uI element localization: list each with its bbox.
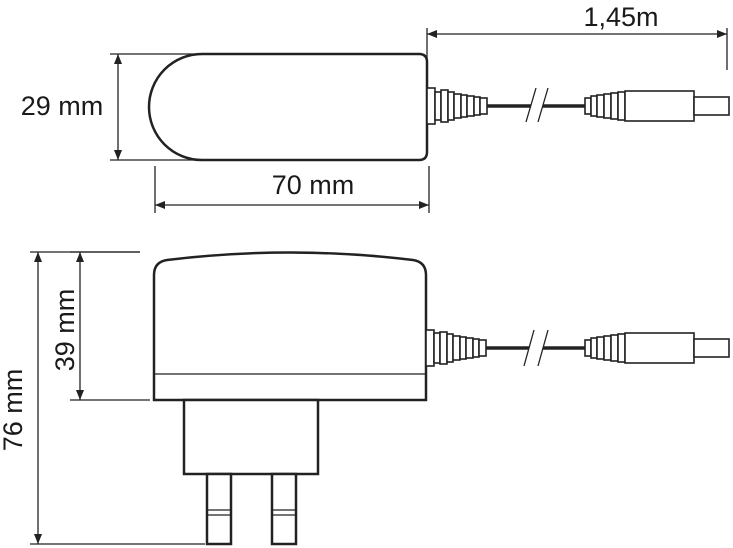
total-height-dimension: 76 mm — [0, 251, 205, 545]
side-view-prongs — [205, 472, 298, 546]
total-height-label: 76 mm — [0, 369, 28, 452]
top-view-plug-ribs — [584, 91, 626, 121]
top-view-strain-relief — [426, 87, 488, 125]
top-view-cable — [487, 87, 585, 123]
top-height-label: 29 mm — [21, 91, 104, 121]
side-view-plug-housing — [182, 398, 320, 476]
top-view — [147, 52, 730, 162]
top-length-dimension: 70 mm — [154, 166, 430, 213]
top-view-dc-plug-tip — [693, 96, 730, 116]
cable-length-dimension: 1,45m — [426, 2, 728, 88]
top-height-dimension: 29 mm — [21, 53, 200, 161]
side-view-plug-ribs — [584, 333, 626, 363]
body-height-label: 39 mm — [50, 289, 80, 372]
top-length-label: 70 mm — [272, 170, 355, 200]
side-view-cable — [486, 329, 585, 367]
side-view-strain-relief — [425, 329, 487, 367]
side-view-dc-plug-tip — [693, 338, 730, 358]
top-view-adapter-body — [147, 52, 429, 162]
side-view-dc-plug-body — [624, 332, 695, 364]
cable-length-label: 1,45m — [583, 2, 658, 32]
top-view-dc-plug-body — [624, 90, 695, 122]
body-height-dimension: 39 mm — [50, 251, 150, 401]
side-view-adapter-body — [152, 251, 428, 402]
side-view — [152, 251, 730, 546]
